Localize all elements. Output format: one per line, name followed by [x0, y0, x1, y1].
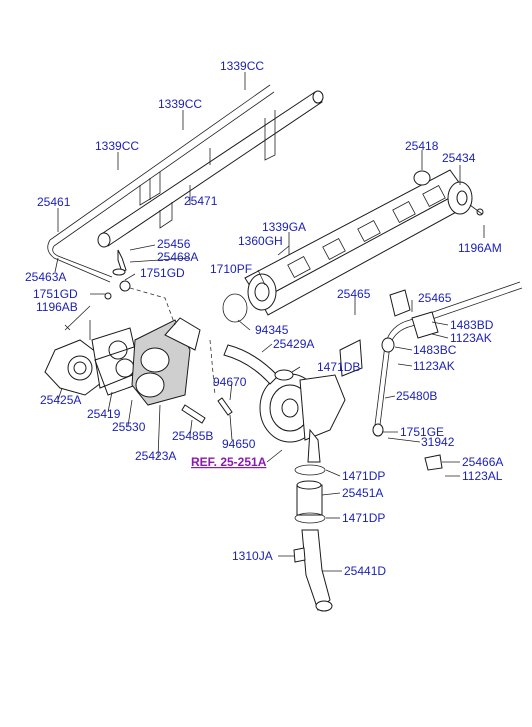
- label-1471dp-a: 1471DP: [342, 469, 385, 483]
- manifold-rail: [244, 169, 484, 316]
- label-25530: 25530: [112, 420, 146, 434]
- label-1339cc-top: 1339CC: [220, 59, 264, 73]
- label-25441d: 25441D: [344, 564, 386, 578]
- label-25471: 25471: [184, 194, 218, 208]
- label-25451a: 25451A: [342, 486, 383, 500]
- label-1339cc-left: 1339CC: [95, 139, 139, 153]
- part-labels: 1339CC 1339CC 1339CC 25461 25471 25418 2…: [25, 59, 503, 578]
- label-1123al: 1123AL: [462, 469, 503, 483]
- label-25465-a: 25465: [337, 287, 371, 301]
- label-25468a: 25468A: [157, 250, 198, 264]
- label-1471dp-b: 1471DP: [342, 511, 385, 525]
- label-1483bc: 1483BC: [413, 343, 457, 357]
- label-25425a: 25425A: [40, 393, 81, 407]
- bypass-pipe: [339, 281, 523, 471]
- label-25418: 25418: [405, 139, 439, 153]
- upper-pipe-assembly: [47, 84, 324, 283]
- label-1483bd: 1483BD: [450, 318, 494, 332]
- label-31942: 31942: [421, 435, 455, 449]
- label-94345: 94345: [255, 323, 289, 337]
- label-1196am-right: 1196AM: [458, 241, 502, 255]
- label-25466a: 25466A: [462, 455, 503, 469]
- leader-lines: [54, 72, 485, 572]
- label-25485b: 25485B: [172, 429, 213, 443]
- label-1339ga: 1339GA: [262, 220, 306, 234]
- label-25434: 25434: [442, 151, 476, 165]
- label-25429a: 25429A: [273, 337, 314, 351]
- label-94670: 94670: [213, 375, 247, 389]
- lower-hose: [293, 464, 333, 612]
- label-1751ge: 1751GE: [400, 425, 444, 439]
- label-25465-b: 25465: [418, 291, 452, 305]
- label-1123ak-a: 1123AK: [450, 331, 492, 345]
- label-25423a: 25423A: [135, 449, 176, 463]
- label-1339cc-mid: 1339CC: [158, 97, 202, 111]
- label-1123ak-b: 1123AK: [413, 359, 455, 373]
- label-25461: 25461: [37, 195, 71, 209]
- water-pump: [209, 293, 346, 463]
- label-25480b: 25480B: [396, 389, 437, 403]
- label-25456: 25456: [157, 237, 191, 251]
- label-1471db: 1471DB: [317, 360, 360, 374]
- label-25463a: 25463A: [25, 270, 66, 284]
- label-1310ja: 1310JA: [232, 549, 273, 563]
- label-1196ab: 1196AB: [36, 300, 78, 314]
- label-25419: 25419: [87, 407, 121, 421]
- thermostat-housing: [44, 249, 233, 424]
- label-1751gd-b: 1751GD: [33, 287, 78, 301]
- label-1360gh: 1360GH: [238, 234, 283, 248]
- reference-link[interactable]: REF. 25-251A: [191, 455, 267, 469]
- label-1751gd-a: 1751GD: [140, 266, 185, 280]
- label-1710pf: 1710PF: [210, 262, 252, 276]
- label-94650: 94650: [222, 437, 256, 451]
